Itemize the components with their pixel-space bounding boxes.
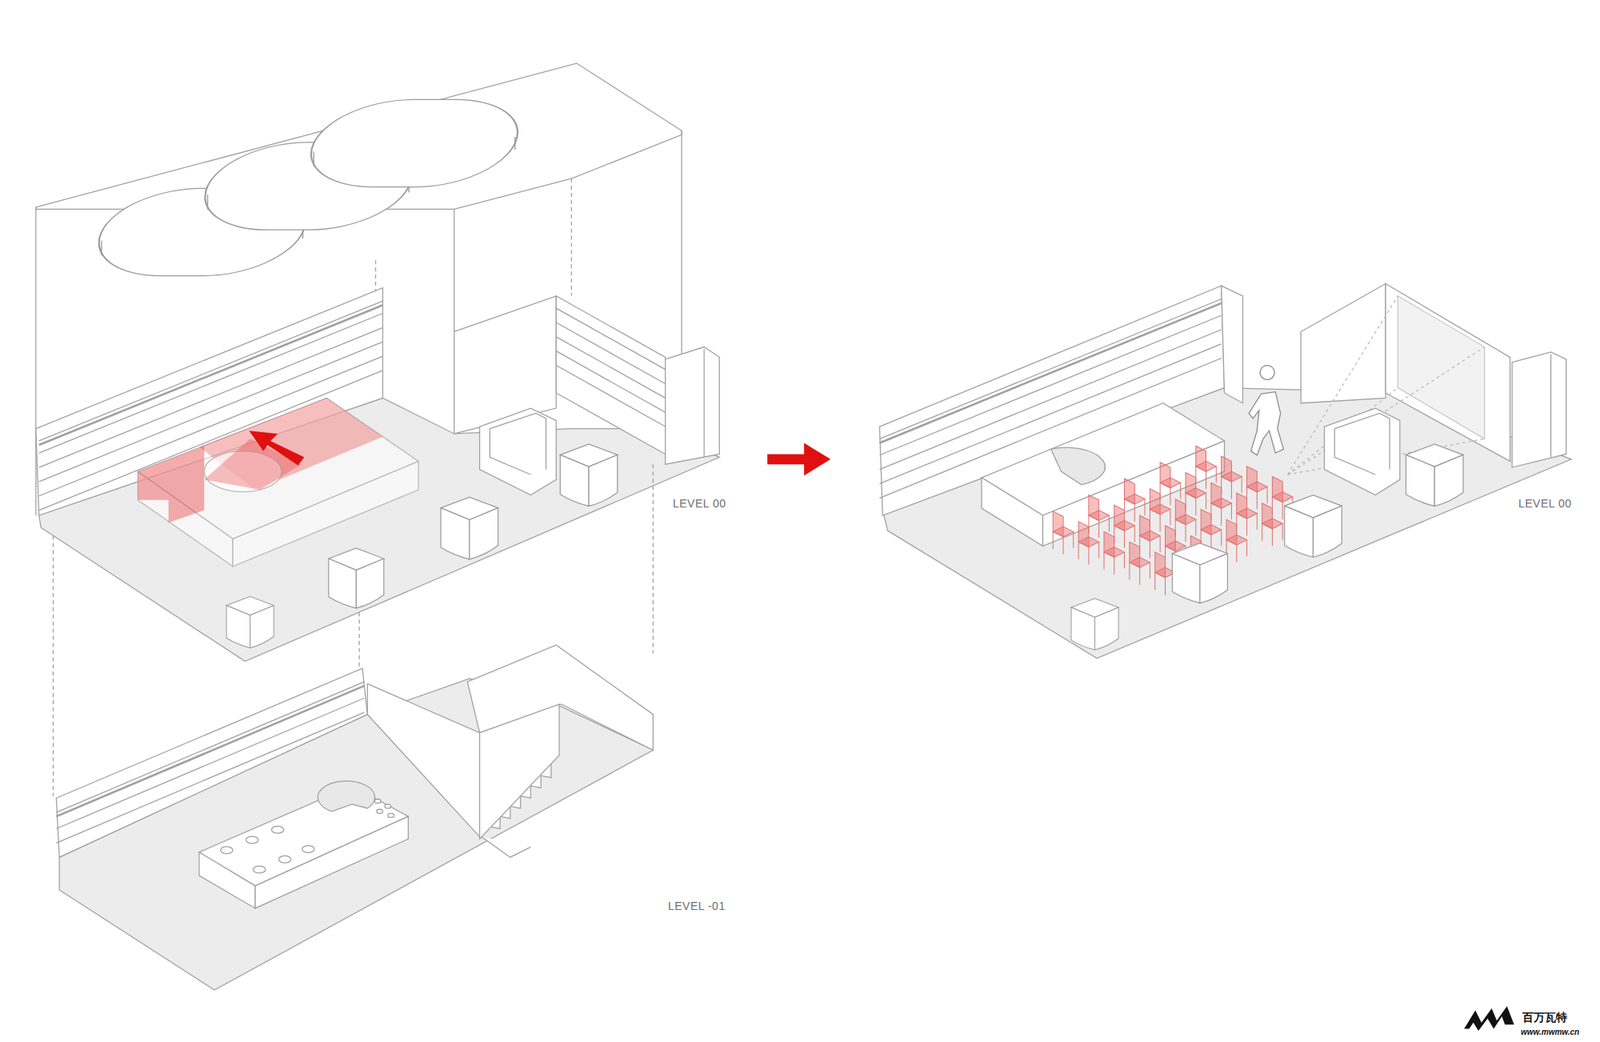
watermark: www.mwmw.cn [1520, 1027, 1580, 1036]
level-label: LEVEL 00 [672, 496, 727, 510]
watermark: 百万瓦特 [1522, 1010, 1568, 1025]
level-label: LEVEL -01 [668, 899, 726, 912]
level-label: LEVEL 00 [1518, 496, 1572, 510]
